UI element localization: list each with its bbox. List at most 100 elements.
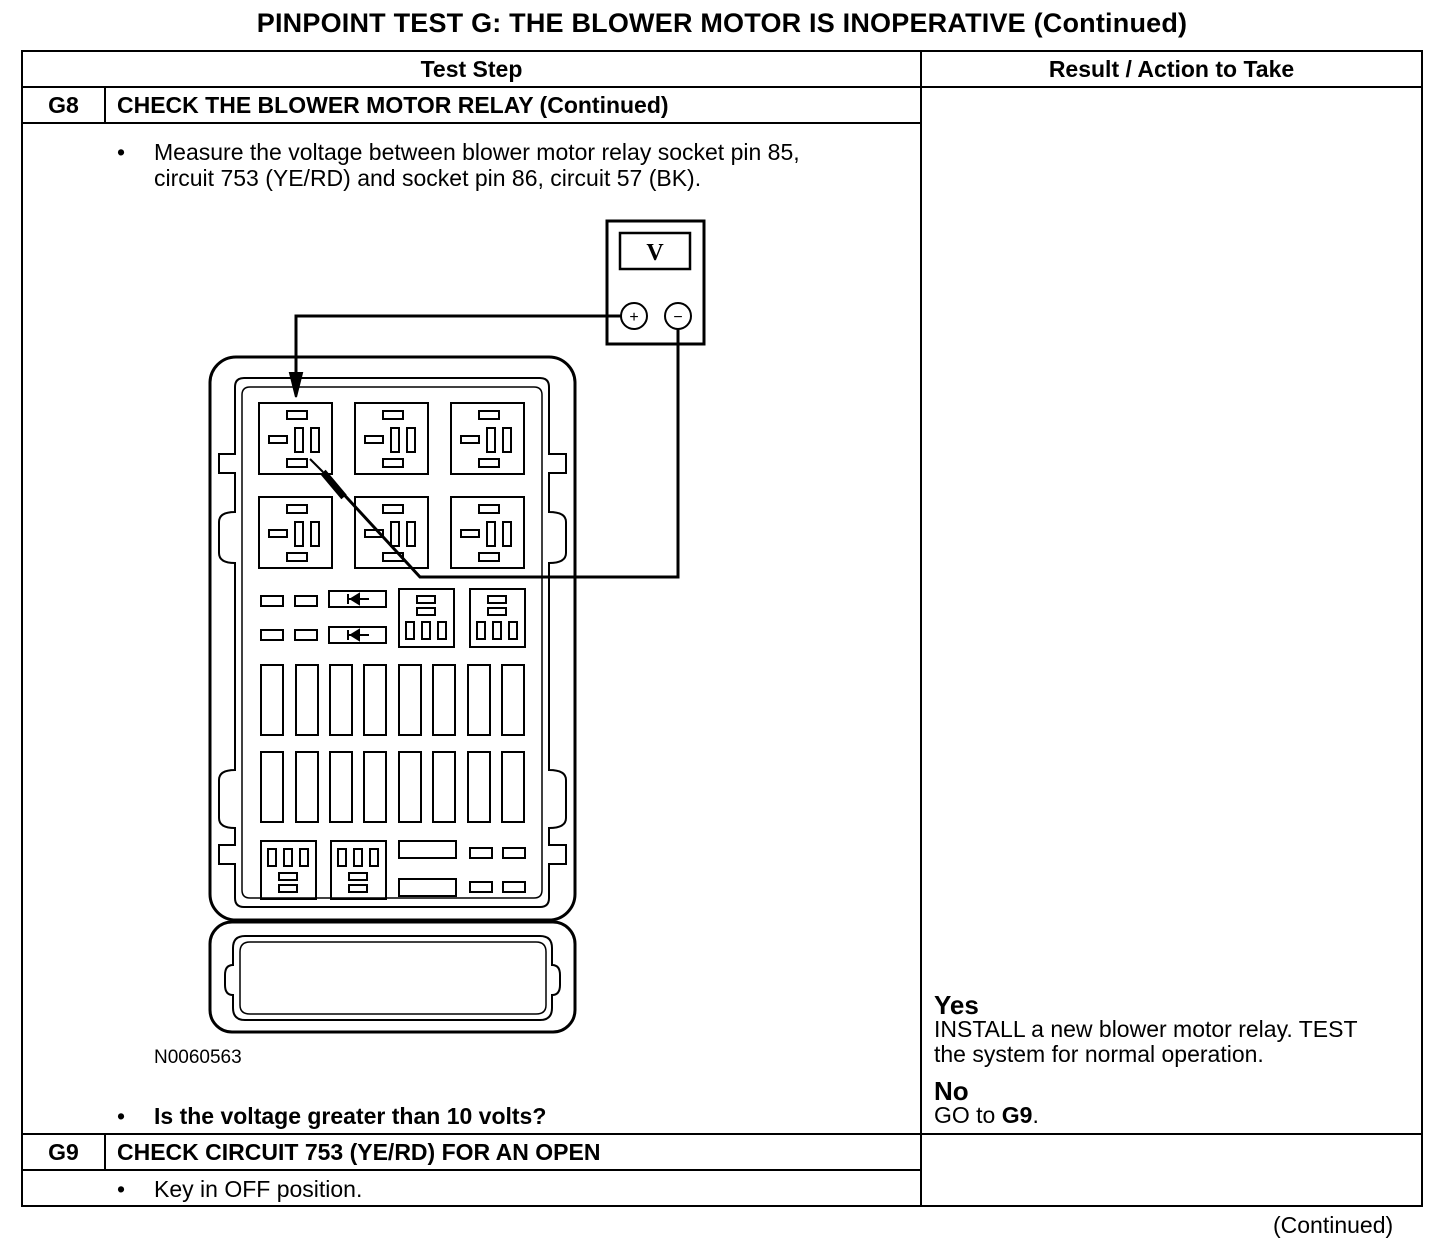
column-divider <box>920 50 922 1207</box>
relay-pin <box>405 621 415 640</box>
result-yes-line-1: INSTALL a new blower motor relay. TEST <box>934 1016 1358 1042</box>
column-header-result: Result / Action to Take <box>1048 56 1295 82</box>
relay-pin <box>286 458 308 468</box>
bullet-dot: • <box>117 1103 126 1129</box>
relay-socket <box>450 402 525 475</box>
meter-label: V <box>646 240 664 266</box>
cartridge-fuse <box>432 664 456 736</box>
relay-socket <box>354 402 429 475</box>
mini-fuse <box>294 629 318 641</box>
relay-pin <box>508 621 518 640</box>
relay-pin <box>353 848 363 867</box>
mini-fuse <box>469 847 493 859</box>
result-yes-line-2: the system for normal operation. <box>934 1041 1264 1067</box>
mini-fuse <box>260 595 284 607</box>
relay-pin <box>310 521 320 547</box>
diode <box>328 626 387 644</box>
relay-pin <box>476 621 486 640</box>
question-text: Is the voltage greater than 10 volts? <box>154 1103 547 1129</box>
relay-pin <box>406 521 416 547</box>
diode-arrow <box>349 628 360 642</box>
relay-pin <box>390 521 400 547</box>
relay-pin <box>278 872 298 881</box>
g8-title-divider <box>21 122 922 124</box>
step-divider <box>21 1133 1423 1135</box>
g8-id-divider <box>104 86 106 124</box>
mini-fuse <box>502 881 526 893</box>
relay-pin <box>478 410 500 420</box>
mini-relay <box>398 588 455 648</box>
relay-pin <box>299 848 309 867</box>
mini-relay <box>330 840 387 900</box>
cartridge-fuse <box>329 664 353 736</box>
cartridge-fuse <box>501 751 525 823</box>
relay-pin <box>382 504 404 514</box>
relay-pin <box>364 529 384 538</box>
header-divider <box>21 86 1423 88</box>
relay-pin <box>294 521 304 547</box>
maxi-fuse <box>398 840 457 859</box>
relay-socket <box>450 496 525 569</box>
relay-pin <box>286 410 308 420</box>
instruction-line-2: circuit 753 (YE/RD) and socket pin 86, c… <box>154 165 702 191</box>
relay-pin <box>286 552 308 562</box>
result-yes-label: Yes <box>934 990 979 1020</box>
fuse-box-diagram: V + − <box>208 219 706 1034</box>
page-title: PINPOINT TEST G: THE BLOWER MOTOR IS INO… <box>256 8 1188 38</box>
cartridge-fuse <box>329 751 353 823</box>
g9-title-divider <box>21 1169 922 1171</box>
relay-pin <box>487 607 507 616</box>
step-title-g9: CHECK CIRCUIT 753 (YE/RD) FOR AN OPEN <box>117 1139 601 1165</box>
mini-fuse <box>294 595 318 607</box>
cartridge-fuse <box>467 664 491 736</box>
step-id-g8: G8 <box>48 92 79 118</box>
relay-pin <box>278 884 298 893</box>
relay-pin <box>486 427 496 453</box>
cartridge-fuse <box>467 751 491 823</box>
bullet-dot: • <box>117 1176 126 1202</box>
cartridge-fuse <box>363 664 387 736</box>
relay-pin <box>492 621 502 640</box>
relay-pin <box>294 427 304 453</box>
relay-pin <box>460 435 480 444</box>
column-header-test-step: Test Step <box>420 56 523 82</box>
g9-id-divider <box>104 1133 106 1171</box>
mini-fuse <box>260 629 284 641</box>
diode <box>328 590 387 608</box>
relay-pin <box>478 552 500 562</box>
relay-pin <box>416 607 436 616</box>
cartridge-fuse <box>501 664 525 736</box>
cartridge-fuse <box>432 751 456 823</box>
cartridge-fuse <box>398 664 422 736</box>
result-no-action: GO to G9. <box>934 1103 1039 1128</box>
figure-id: N0060563 <box>154 1047 242 1068</box>
relay-pin <box>283 848 293 867</box>
relay-pin <box>502 427 512 453</box>
meter-minus: − <box>673 309 682 326</box>
cartridge-fuse <box>260 751 284 823</box>
instruction-line-1: Measure the voltage between blower motor… <box>154 139 800 165</box>
relay-pin <box>486 521 496 547</box>
relay-pin <box>382 410 404 420</box>
cartridge-fuse <box>363 751 387 823</box>
mini-fuse <box>469 881 493 893</box>
relay-pin <box>406 427 416 453</box>
step-id-g9: G9 <box>48 1139 79 1165</box>
diode-arrow <box>349 592 360 606</box>
relay-pin <box>478 504 500 514</box>
relay-pin <box>382 552 404 562</box>
relay-pin <box>421 621 431 640</box>
relay-socket <box>258 496 333 569</box>
meter-plus: + <box>629 309 638 326</box>
relay-pin <box>364 435 384 444</box>
test-table <box>21 50 1423 1207</box>
relay-pin <box>478 458 500 468</box>
cartridge-fuse <box>260 664 284 736</box>
cartridge-fuse <box>295 751 319 823</box>
relay-pin <box>390 427 400 453</box>
maxi-fuse <box>398 878 457 897</box>
relay-pin <box>437 621 447 640</box>
relay-pin <box>268 529 288 538</box>
bullet-dot: • <box>117 139 126 165</box>
go-to-step-link[interactable]: G9 <box>1001 1102 1033 1128</box>
